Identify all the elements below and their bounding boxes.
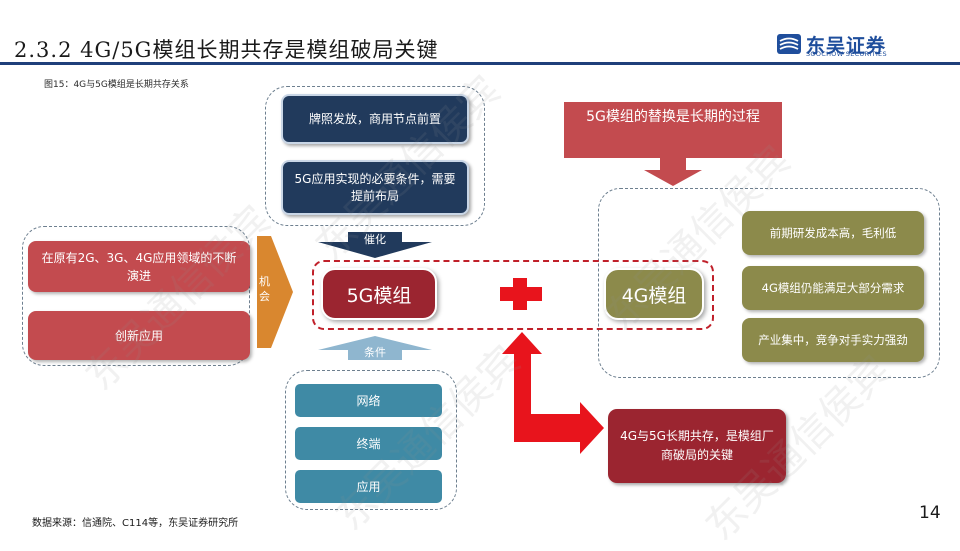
brand-name: 东吴证券	[806, 35, 887, 57]
left-item-1: 在原有2G、3G、4G应用领域的不断演进	[28, 241, 250, 292]
header-divider	[0, 62, 960, 65]
condition-label: 条件	[364, 346, 386, 359]
conclusion-box: 4G与5G长期共存，是模组厂商破局的关键	[608, 409, 786, 483]
coexistence-arrow-icon	[502, 332, 604, 454]
left-group-container	[22, 226, 250, 366]
right-item-1: 前期研发成本高，毛利低	[742, 211, 924, 255]
page-number: 14	[919, 503, 941, 523]
right-item-2: 4G模组仍能满足大部分需求	[742, 266, 924, 310]
page-title: 2.3.2 4G/5G模组长期共存是模组破局关键	[14, 38, 439, 62]
replacement-callout-shape	[564, 102, 782, 186]
top-group-container	[265, 86, 485, 226]
data-source: 数据来源：信通院、C114等，东吴证券研究所	[32, 518, 239, 529]
core-frame	[312, 260, 714, 330]
brand-name-en: SOOCHOW SECURITIES	[806, 50, 887, 58]
replacement-header: 5G模组的替换是长期的过程	[586, 109, 760, 125]
bottom-item-network: 网络	[295, 384, 442, 417]
top-item-2: 5G应用实现的必要条件，需要提前布局	[281, 160, 469, 215]
bottom-item-application: 应用	[295, 470, 442, 503]
catalyst-label: 催化	[364, 233, 386, 246]
condition-arrow-icon	[318, 336, 432, 360]
opportunity-label: 机会	[259, 275, 270, 303]
brand-logo-icon	[777, 34, 801, 54]
bottom-item-device: 终端	[295, 427, 442, 460]
top-item-1: 牌照发放，商用节点前置	[281, 94, 469, 144]
catalyst-arrow-icon	[318, 232, 432, 258]
plus-icon	[500, 278, 542, 310]
opportunity-arrow-icon	[257, 236, 293, 348]
module-4g: 4G模组	[604, 268, 704, 320]
figure-caption: 图15：4G与5G模组是长期共存关系	[44, 80, 189, 90]
right-group-container	[598, 188, 940, 378]
left-item-2: 创新应用	[28, 311, 250, 360]
right-item-3: 产业集中，竞争对手实力强劲	[742, 318, 924, 362]
module-5g: 5G模组	[321, 268, 437, 320]
bottom-group-container	[285, 370, 457, 510]
